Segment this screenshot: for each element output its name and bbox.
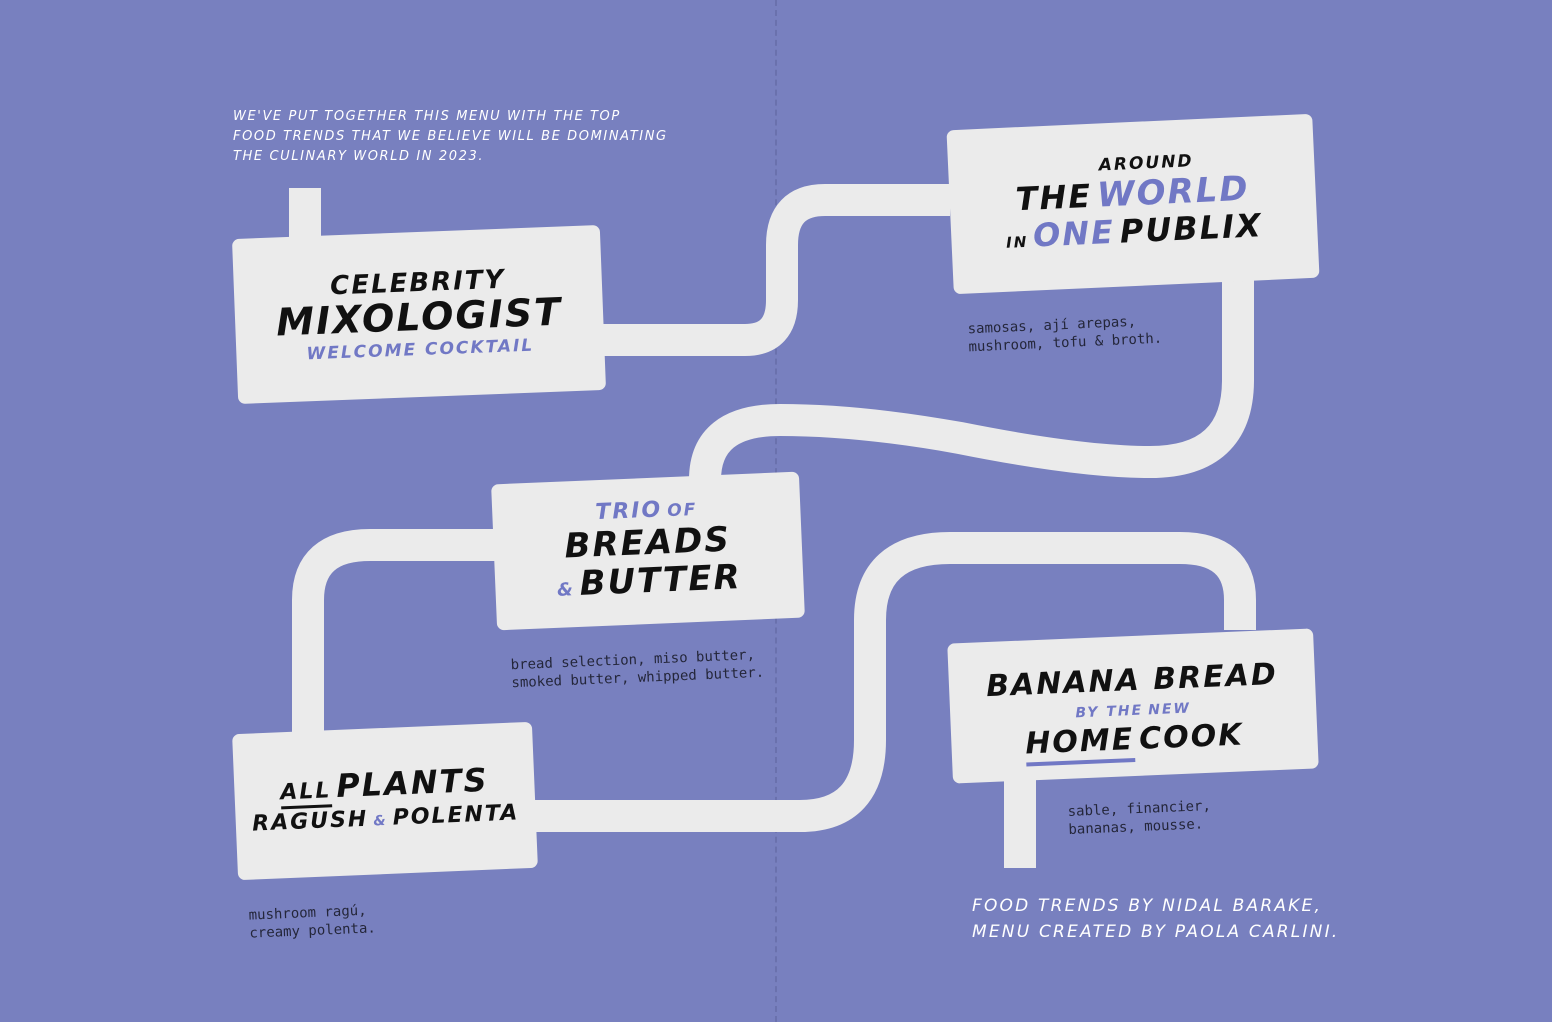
card-title-home: Home [1024, 721, 1136, 767]
card-title-trio: Trio [594, 497, 663, 526]
card-title-of: of [666, 499, 698, 522]
card-title-by-the: by the [1075, 702, 1144, 722]
card-title-butter: Butter [578, 557, 743, 604]
card-title-one: One [1032, 212, 1116, 255]
card-title-cook: Cook [1138, 717, 1245, 757]
card-title-new: new [1147, 700, 1192, 719]
card-title-polenta: Polenta [392, 800, 520, 831]
card-all-plants: All Plants Ragush & Polenta [232, 721, 538, 881]
desc-all-plants: mushroom ragú, creamy polenta. [248, 901, 376, 942]
desc-banana-bread: sable, financier, bananas, mousse. [1067, 797, 1212, 839]
credits-line-1: Food trends by Nidal Barake, [972, 896, 1323, 916]
card-trio-of-breads: Trio of Breads & Butter [491, 471, 805, 631]
credits-line-2: menu created by Paola Carlini. [972, 922, 1340, 942]
card-title-publix: Publix [1119, 206, 1264, 251]
card-around-the-world: Around The World in One Publix [946, 113, 1320, 295]
intro-line-3: the culinary world in 2023. [233, 149, 485, 164]
card-title-the: The [1014, 176, 1093, 219]
card-title-ragush: Ragush [251, 806, 369, 837]
credits-text: Food trends by Nidal Barake, menu create… [972, 893, 1339, 945]
card-title-ampersand: & [556, 579, 576, 601]
card-title-in: in [1005, 232, 1029, 252]
card-title-all: All [279, 778, 333, 810]
intro-text: We've put together this menu with the to… [233, 107, 673, 167]
card-title-row-butter: & Butter [495, 557, 804, 605]
card-title-ampersand: & [373, 812, 389, 830]
card-title-plants: Plants [335, 760, 490, 806]
card-celebrity-mixologist: Celebrity Mixologist Welcome cocktail [231, 224, 607, 405]
card-banana-bread: Banana Bread by the new Home Cook [947, 628, 1319, 784]
intro-line-1: We've put together this menu with the to… [233, 109, 621, 124]
card-title-row-all-plants: All Plants [234, 760, 535, 810]
intro-line-2: food trends that we believe will be domi… [233, 129, 668, 144]
